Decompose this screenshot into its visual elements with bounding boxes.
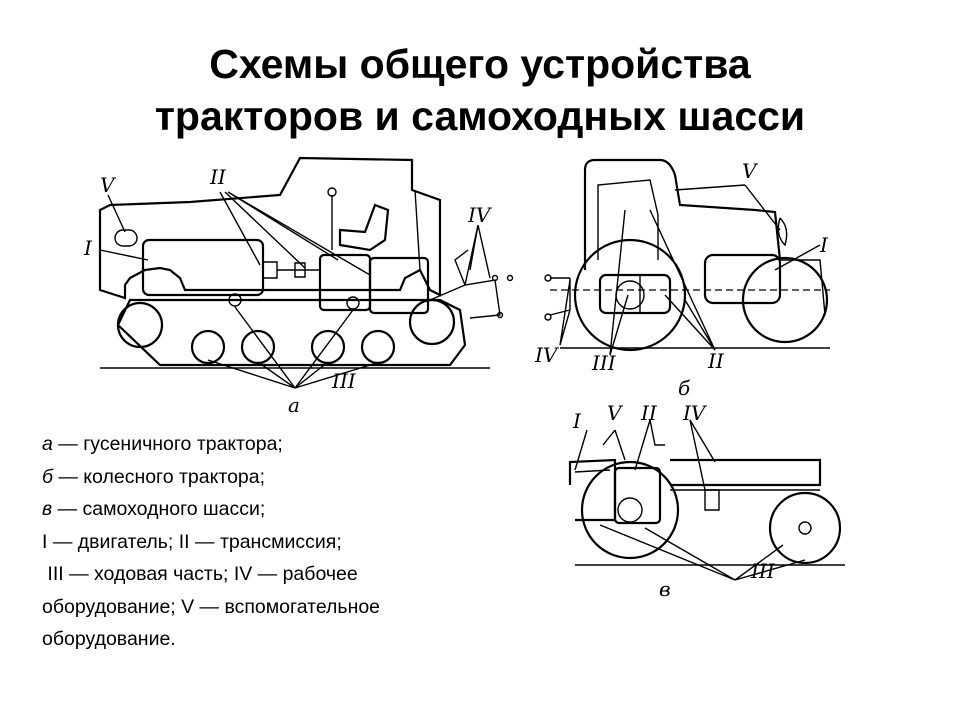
crawler-leader-V — [108, 195, 125, 232]
legend-line-6: оборудование; V — вспомогательное — [42, 595, 381, 618]
wheeled-leader-III — [610, 210, 628, 355]
wheeled-label-V: V — [742, 159, 759, 183]
legend-letter-a: а — [42, 433, 53, 455]
title-line-1: Схемы общего устройства — [209, 41, 751, 87]
crawler-leader-II — [220, 192, 370, 275]
wheeled-leader-II — [650, 210, 715, 350]
title-line-2: тракторов и самоходных шасси — [154, 93, 806, 139]
chassis-label-IV: IV — [682, 401, 708, 425]
chassis-engine — [615, 468, 660, 523]
crawler-leader-III — [208, 307, 380, 388]
wheeled-leader-IV — [560, 280, 570, 345]
crawler-seat — [340, 205, 388, 250]
chassis-leader-IV — [690, 420, 715, 490]
crawler-label-V: V — [100, 173, 117, 197]
chassis-leader-I — [575, 430, 587, 470]
crawler-rear-sprocket — [118, 303, 162, 347]
wheeled-transmission — [600, 275, 670, 313]
crawler-road-wheel-4 — [362, 331, 394, 363]
chassis-label-III: III — [750, 559, 776, 583]
legend-line-5: III — ходовая часть; IV — рабочее — [42, 563, 358, 585]
wheeled-label-II: II — [707, 349, 725, 373]
crawler-road-wheel-1 — [192, 331, 224, 363]
crawler-road-wheel-2 — [242, 331, 274, 363]
wheeled-leader-V — [675, 185, 780, 230]
wheeled-tractor-diagram: V I II III IV б — [534, 150, 850, 400]
legend-line-7: оборудование. — [42, 628, 176, 650]
legend-letter-b: б — [42, 465, 53, 488]
wheeled-cab — [585, 160, 780, 270]
chassis-diagram: I V II IV III в — [555, 401, 875, 601]
chassis-front-wheel — [770, 493, 840, 563]
chassis-platform — [670, 460, 820, 485]
crawler-track — [118, 300, 465, 365]
crawler-leader-I — [100, 250, 148, 260]
crawler-label-I: I — [83, 236, 93, 260]
crawler-label-IV: IV — [467, 203, 493, 227]
chassis-label-I: I — [572, 409, 582, 433]
crawler-leader-IV — [465, 225, 490, 285]
chassis-label-V: V — [607, 401, 624, 425]
wheeled-leader-I — [775, 245, 820, 270]
crawler-gearbox — [320, 255, 370, 310]
legend-text-b: — колесного трактора; — [52, 465, 266, 488]
crawler-label-II: II — [209, 165, 227, 189]
slide-title: Схемы общего устройства тракторов и само… — [0, 38, 960, 142]
chassis-caption: в — [659, 577, 671, 601]
wheeled-label-I: I — [819, 233, 829, 257]
crawler-tractor-diagram: V I II IV III а — [83, 150, 530, 417]
legend: а — гусеничного трактора; б — колесного … — [42, 428, 522, 656]
legend-line-b: б — колесного трактора; — [42, 461, 522, 494]
chassis-rear-wheel — [582, 462, 678, 558]
crawler-final-drive — [370, 258, 428, 313]
wheeled-label-IV: IV — [534, 343, 560, 367]
crawler-clutch — [263, 262, 277, 278]
crawler-caption: а — [288, 393, 300, 417]
chassis-cab — [570, 460, 615, 520]
crawler-body-outline — [100, 158, 440, 298]
wheeled-front-wheel — [743, 258, 827, 342]
chassis-label-II: II — [640, 401, 658, 425]
crawler-road-wheel-3 — [312, 331, 344, 363]
crawler-idler-wheel — [410, 300, 454, 344]
legend-letter-c: в — [42, 498, 53, 520]
chassis-leader-II — [635, 420, 665, 470]
chassis-leader-V — [603, 430, 625, 460]
crawler-label-III: III — [331, 369, 357, 393]
chassis-leader-III — [600, 525, 805, 580]
legend-text-a: — гусеничного трактора; — [52, 433, 283, 455]
legend-text-c: — самоходного шасси; — [52, 498, 266, 520]
legend-line-a: а — гусеничного трактора; — [42, 428, 522, 461]
wheeled-engine — [705, 255, 780, 303]
wheeled-caption: б — [678, 376, 691, 400]
legend-line-4: I — двигатель; II — трансмиссия; — [42, 530, 342, 553]
wheeled-rear-wheel — [575, 240, 685, 350]
wheeled-label-III: III — [591, 351, 617, 375]
legend-line-c: в — самоходного шасси; — [42, 493, 522, 526]
